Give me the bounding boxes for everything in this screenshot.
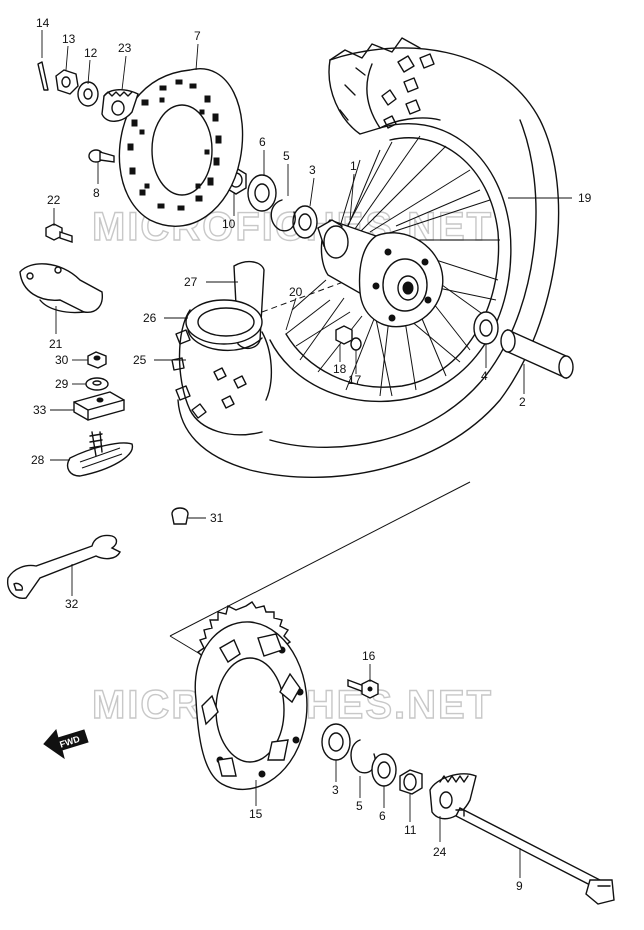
callout-5-top: 5 — [283, 149, 290, 163]
nut-30 — [87, 351, 107, 369]
tire — [171, 37, 560, 479]
callout-8: 8 — [93, 186, 100, 200]
callout-30: 30 — [55, 353, 69, 367]
spoke-nipple-18 — [335, 325, 353, 345]
callout-6-top: 6 — [259, 135, 266, 149]
callout-33: 33 — [33, 403, 47, 417]
axle-nut — [55, 69, 79, 95]
chain-adjuster-top — [101, 89, 139, 122]
callout-13: 13 — [62, 32, 76, 46]
chain-adjuster-bottom — [429, 773, 477, 820]
callout-29: 29 — [55, 377, 69, 391]
callout-20: 20 — [289, 285, 303, 299]
bearing-bottom — [321, 723, 351, 761]
spoke-17 — [350, 337, 362, 351]
washer-29 — [85, 377, 109, 391]
callout-3-top: 3 — [309, 163, 316, 177]
rim-lock — [66, 431, 133, 477]
callout-28: 28 — [31, 453, 45, 467]
rim-lock-block — [73, 391, 125, 421]
bolt-8 — [88, 149, 115, 163]
circlip-top — [270, 199, 296, 232]
callout-3-bottom: 3 — [332, 783, 339, 797]
spacer-2 — [500, 328, 574, 380]
oil-seal-bottom — [371, 753, 397, 787]
callout-22: 22 — [47, 193, 61, 207]
callout-4-top: 4 — [481, 369, 488, 383]
callout-2: 2 — [519, 395, 526, 409]
callout-9: 9 — [516, 879, 523, 893]
callout-17: 17 — [348, 373, 362, 387]
callout-25: 25 — [133, 353, 147, 367]
hub — [317, 219, 444, 328]
callout-21: 21 — [49, 337, 63, 351]
callout-19: 19 — [578, 191, 592, 205]
callout-12: 12 — [84, 46, 98, 60]
inner-tube — [185, 299, 263, 352]
bolt-22 — [45, 223, 73, 243]
callout-18: 18 — [333, 362, 347, 376]
callout-7: 7 — [194, 29, 201, 43]
wrench — [7, 534, 121, 599]
brake-disc — [118, 68, 244, 227]
callout-14: 14 — [36, 16, 50, 30]
collar-11 — [399, 769, 423, 795]
rear-axle — [455, 807, 615, 905]
callout-15: 15 — [249, 807, 263, 821]
fwd-arrow-icon: FWD — [43, 728, 89, 760]
callout-26: 26 — [143, 311, 157, 325]
callout-27: 27 — [184, 275, 198, 289]
bearing-top — [292, 205, 318, 239]
callout-5-bottom: 5 — [356, 799, 363, 813]
bearing-4 — [473, 311, 499, 345]
valve-cap — [171, 507, 189, 525]
callout-31: 31 — [210, 511, 224, 525]
chain-guard — [19, 263, 103, 314]
part-callouts: 14 13 12 23 7 8 6 5 3 1 19 10 22 21 27 2… — [31, 16, 592, 893]
callout-6-bottom: 6 — [379, 809, 386, 823]
washer-12 — [77, 81, 99, 107]
callout-23: 23 — [118, 41, 132, 55]
oil-seal-top — [247, 174, 277, 212]
callout-32: 32 — [65, 597, 79, 611]
callout-24: 24 — [433, 845, 447, 859]
rear-sprocket — [194, 601, 308, 791]
callout-10: 10 — [222, 217, 236, 231]
callout-11: 11 — [404, 823, 417, 837]
callout-1: 1 — [350, 159, 357, 173]
cotter-pin — [37, 61, 49, 91]
callout-16: 16 — [362, 649, 376, 663]
